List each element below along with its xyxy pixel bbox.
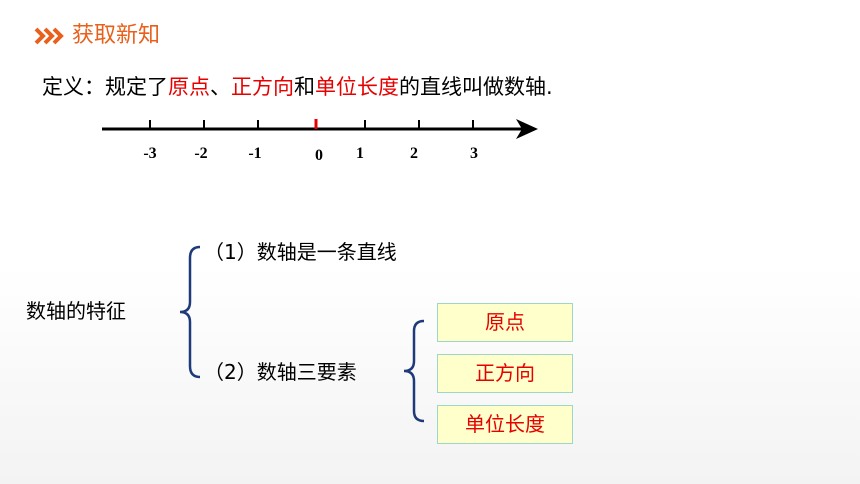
term-unit-length: 单位长度 [315,75,399,99]
feature-item-2: （2）数轴三要素 [204,360,357,384]
tick-label: 0 [315,147,323,164]
definition-suffix: 的直线叫做数轴. [399,75,553,99]
left-brace-icon [179,245,201,379]
triple-chevron-icon [34,26,66,46]
tick-label: -1 [248,145,261,162]
definition-sep-1: 、 [210,75,231,99]
element-box-positive-direction: 正方向 [437,354,573,393]
tick-label: 3 [470,145,478,162]
number-line-arrow [516,119,538,139]
left-brace-icon [403,319,425,423]
term-positive-direction: 正方向 [231,75,294,99]
section-header: 获取新知 [34,20,160,52]
features-label: 数轴的特征 [26,299,126,323]
definition-prefix: 定义：规定了 [42,75,168,99]
number-line: -3 -2 -1 0 1 2 3 [102,119,538,164]
tick-label: -2 [194,145,207,162]
definition-sep-2: 和 [294,75,315,99]
tick-label: 1 [356,145,364,162]
element-box-origin: 原点 [437,303,573,342]
section-title: 获取新知 [72,23,161,48]
tick-label: -3 [143,145,156,162]
tick-label: 2 [410,145,418,162]
feature-item-1: （1）数轴是一条直线 [204,240,397,264]
definition-text: 定义：规定了原点、正方向和单位长度的直线叫做数轴. [42,72,553,102]
element-box-unit-length: 单位长度 [437,405,573,444]
term-origin: 原点 [168,75,210,99]
